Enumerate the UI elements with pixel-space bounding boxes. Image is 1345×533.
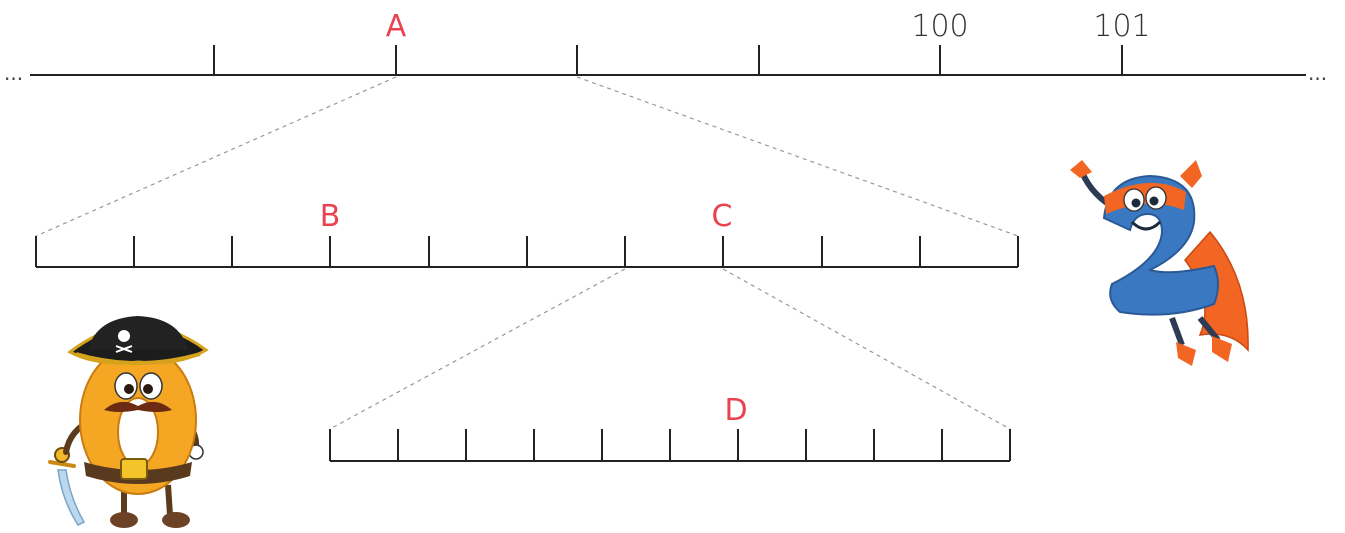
ellipsis-left: ...	[4, 61, 23, 85]
label-101: 101	[1093, 9, 1150, 44]
middle-number-line: B C	[35, 199, 1019, 268]
label-a: A	[386, 9, 407, 44]
bottom-number-line: D	[329, 393, 1011, 462]
middle-ticks	[35, 236, 1019, 267]
top-number-line: ... ... A 100 101	[4, 9, 1327, 85]
zoom-lines-middle	[329, 268, 1011, 430]
label-d: D	[724, 393, 747, 428]
label-c: C	[712, 199, 733, 234]
bottom-ticks	[329, 429, 1011, 461]
superhero-two-character-icon	[1070, 160, 1249, 366]
zoom-lines-top	[35, 76, 1019, 237]
top-ticks	[213, 45, 1123, 75]
label-100: 100	[911, 9, 968, 44]
pirate-zero-character-icon	[48, 316, 209, 528]
ellipsis-right: ...	[1308, 61, 1327, 85]
label-b: B	[320, 199, 341, 234]
